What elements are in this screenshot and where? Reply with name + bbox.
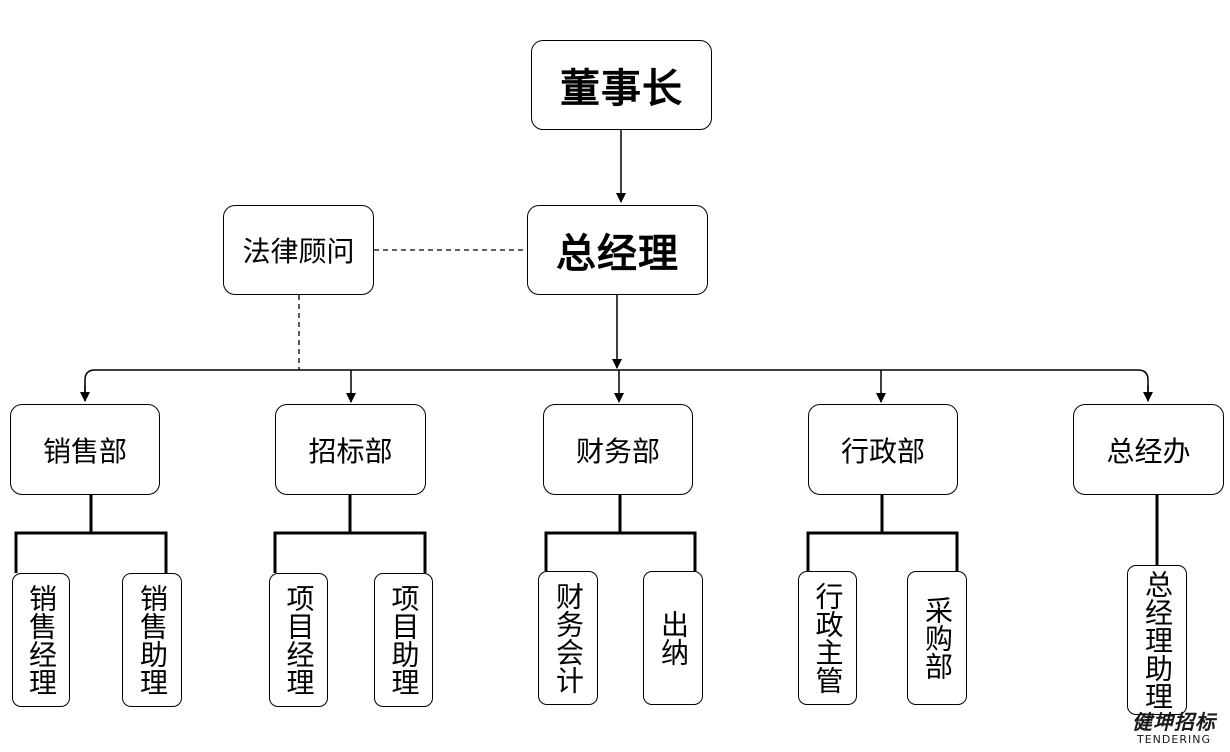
legal-advisor-label: 法律顾问 [242,235,355,268]
role-label: 项目经理 [282,584,316,696]
role-label: 出纳 [657,610,690,666]
role-label: 销售经理 [25,584,58,696]
watermark-cn: 健坤招标 [1132,710,1216,734]
role-box-sales-manager: 销售经理 [12,573,70,707]
legal-advisor-box: 法律顾问 [223,205,374,295]
role-box-admin-supervisor: 行政主管 [798,571,857,705]
department-box-finance: 财务部 [543,404,693,495]
general-manager-box: 总经理 [527,205,708,295]
role-label: 销售助理 [136,584,169,696]
department-label: 总经办 [1106,434,1191,468]
role-box-accountant: 财务会计 [538,571,598,705]
role-label: 采购部 [921,596,954,680]
department-label: 财务部 [575,434,660,468]
department-box-gm-office: 总经办 [1073,404,1224,495]
chairman-label: 董事长 [560,66,683,112]
role-box-procurement: 采购部 [907,571,967,705]
department-label: 销售部 [42,434,127,468]
general-manager-label: 总经理 [556,231,679,277]
role-box-project-assistant: 项目助理 [374,573,433,707]
bracket-admin [806,495,959,571]
role-box-gm-assistant: 总经理助理 [1127,565,1187,715]
watermark-logo: 健坤招标 TENDERING [1132,706,1216,746]
bracket-sales [14,495,168,573]
role-label: 项目助理 [387,584,421,696]
bracket-finance [544,495,697,571]
department-bus [84,369,1149,401]
department-label: 行政部 [840,434,925,468]
watermark-en: TENDERING [1137,733,1211,746]
role-box-sales-assistant: 销售助理 [122,573,182,707]
department-box-bidding: 招标部 [275,404,426,495]
bracket-bidding [273,495,427,573]
department-box-sales: 销售部 [10,404,160,495]
role-label: 财务会计 [552,582,585,694]
role-box-cashier: 出纳 [643,571,703,705]
department-box-admin: 行政部 [808,404,958,495]
role-box-project-manager: 项目经理 [269,573,328,707]
department-label: 招标部 [308,434,393,468]
role-label: 总经理助理 [1141,570,1174,710]
chairman-box: 董事长 [531,40,712,130]
role-label: 行政主管 [811,582,845,694]
